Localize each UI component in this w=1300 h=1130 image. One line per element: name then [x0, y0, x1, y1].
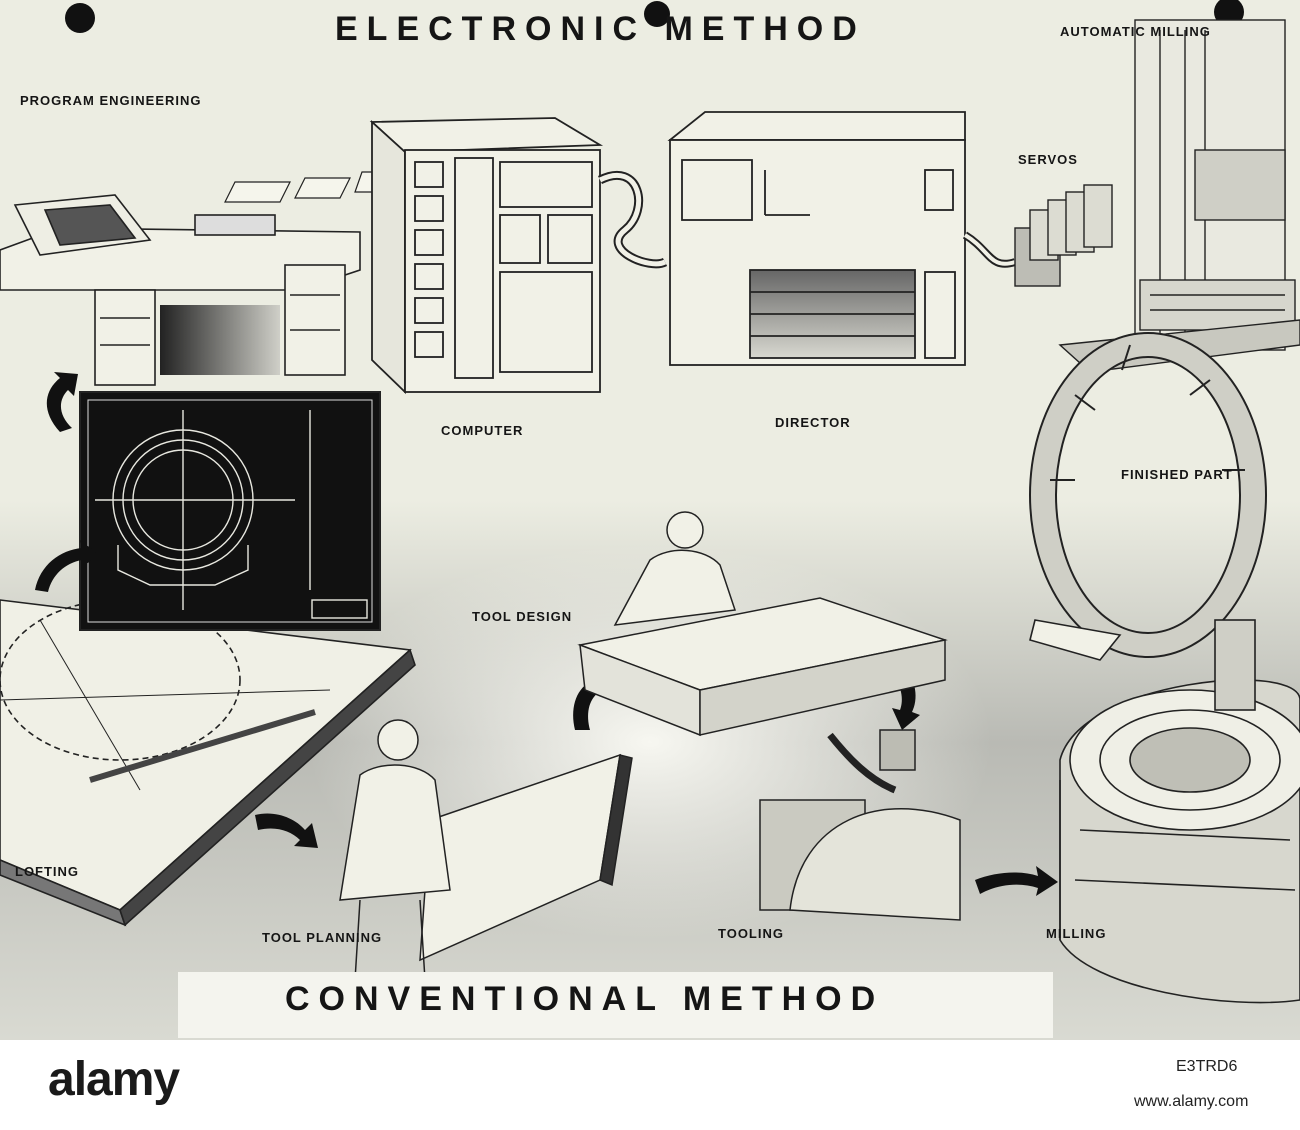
stock-image-id: E3TRD6	[1176, 1058, 1238, 1075]
label-servos: SERVOS	[1018, 152, 1078, 167]
illustration-photo: ELECTRONIC METHOD PROGRAM ENGINEERING AU…	[0, 0, 1300, 1040]
label-tool-design: TOOL DESIGN	[472, 609, 573, 624]
stock-footer	[0, 1040, 1300, 1130]
label-finished-part: FINISHED PART	[1121, 467, 1233, 482]
tooling-fixture	[759, 729, 961, 921]
drawing-panel	[79, 391, 381, 631]
stock-url: www.alamy.com	[1134, 1093, 1249, 1110]
finished-part-ring	[1029, 332, 1267, 658]
tool-planning-scene	[339, 719, 633, 981]
label-tool-planning: TOOL PLANNING	[262, 930, 383, 945]
conventional-milling-machine	[1029, 619, 1300, 1004]
lofting-table	[0, 599, 416, 927]
label-automatic-milling: AUTOMATIC MILLING	[1060, 24, 1211, 39]
computer-cabinet	[369, 117, 604, 395]
flow-arrows	[35, 372, 1058, 896]
label-computer: COMPUTER	[441, 423, 524, 438]
tool-design-scene	[577, 511, 948, 737]
label-director: DIRECTOR	[775, 415, 851, 430]
label-milling: MILLING	[1046, 926, 1107, 941]
illustration-artwork	[0, 0, 1300, 1040]
punched-cards	[224, 171, 396, 203]
label-lofting: LOFTING	[15, 864, 80, 879]
brand-logo: alamy	[48, 1053, 180, 1106]
electronic-method-title: ELECTRONIC METHOD	[335, 10, 866, 48]
label-tooling: TOOLING	[718, 926, 784, 941]
conventional-method-title: CONVENTIONAL METHOD	[285, 980, 885, 1018]
conventional-title-band	[178, 972, 1053, 1038]
servos	[1014, 184, 1113, 287]
director-cabinet	[667, 111, 966, 366]
label-program-engineering: PROGRAM ENGINEERING	[20, 93, 202, 108]
program-engineering-desk	[0, 194, 361, 386]
